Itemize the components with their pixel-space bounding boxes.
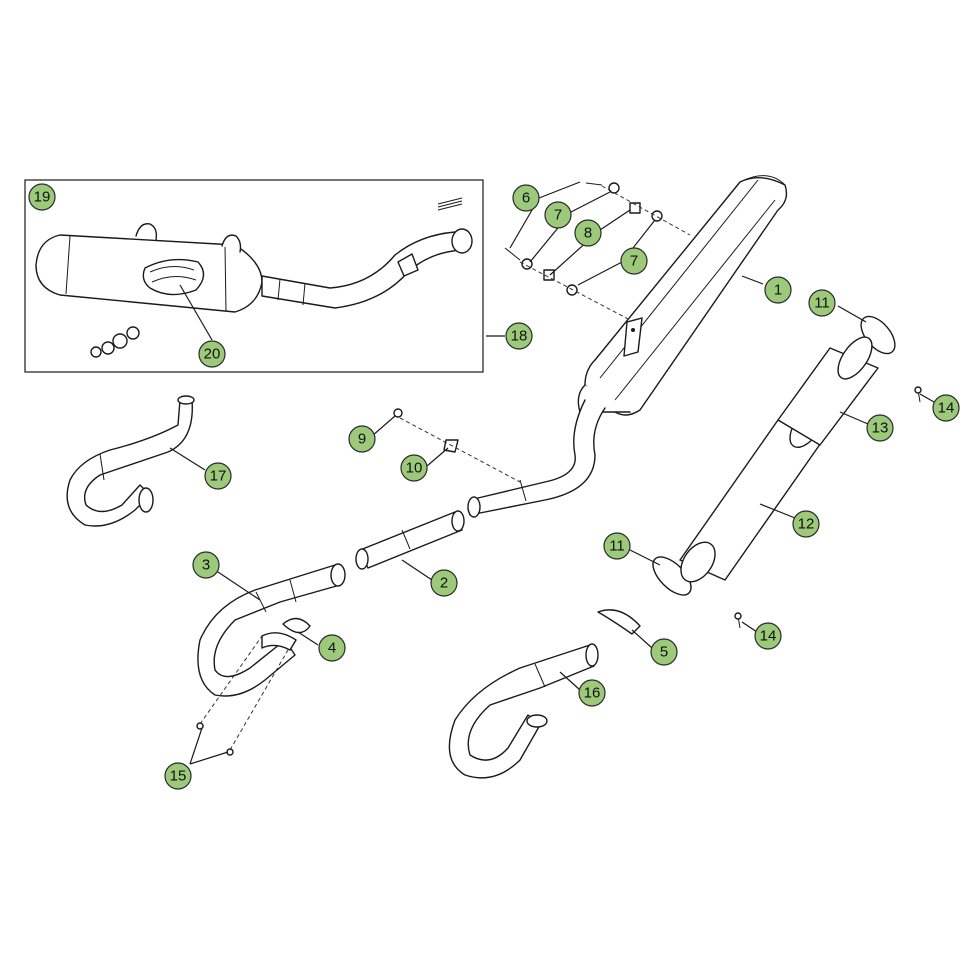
screw-14-bottom (734, 612, 742, 629)
callout-19: 19 (28, 183, 56, 211)
svg-text:14: 14 (760, 628, 777, 645)
callout-7-upper: 7 (544, 201, 572, 229)
callout-17: 17 (204, 462, 232, 490)
callout-6: 6 (512, 184, 540, 212)
callout-10: 10 (400, 454, 428, 482)
inset-assembly-box (24, 179, 484, 373)
svg-text:18: 18 (511, 328, 528, 345)
leader-lines (169, 181, 935, 765)
svg-text:2: 2 (440, 575, 448, 592)
svg-text:4: 4 (328, 640, 336, 657)
svg-text:6: 6 (522, 190, 530, 207)
callout-14-upper: 14 (932, 394, 960, 422)
mounting-hardware (504, 182, 691, 321)
callout-13: 13 (866, 414, 894, 442)
header-pipe-17 (66, 395, 195, 527)
main-muffler (577, 175, 788, 416)
connector-sleeve (355, 510, 465, 570)
svg-text:1: 1 (774, 282, 782, 299)
silencer-sleeve-13 (777, 336, 879, 446)
callout-8: 8 (574, 219, 602, 247)
callout-18: 18 (505, 322, 533, 350)
gasket-5 (597, 609, 641, 635)
callout-12: 12 (792, 510, 820, 538)
svg-text:11: 11 (814, 295, 830, 312)
callout-9: 9 (348, 425, 376, 453)
svg-text:9: 9 (358, 431, 366, 448)
svg-text:14: 14 (938, 400, 955, 417)
callout-11-upper: 11 (808, 289, 836, 317)
screw-14-top (914, 386, 922, 403)
callout-11-lower: 11 (603, 532, 631, 560)
gasket-4 (282, 617, 311, 634)
callout-15: 15 (164, 762, 192, 790)
svg-text:19: 19 (34, 189, 51, 206)
callout-14-lower: 14 (754, 622, 782, 650)
svg-text:16: 16 (584, 685, 601, 702)
callout-1: 1 (764, 276, 792, 304)
svg-text:7: 7 (630, 253, 638, 270)
svg-text:20: 20 (204, 346, 221, 363)
callout-20: 20 (198, 340, 226, 368)
svg-text:12: 12 (798, 516, 815, 533)
callout-4: 4 (318, 634, 346, 662)
svg-text:10: 10 (406, 460, 423, 477)
header-pipe-16 (448, 643, 599, 779)
callout-3: 3 (192, 551, 220, 579)
svg-text:13: 13 (872, 420, 889, 437)
svg-text:8: 8 (584, 225, 592, 242)
svg-text:7: 7 (554, 207, 562, 224)
callout-2: 2 (430, 569, 458, 597)
svg-text:11: 11 (609, 538, 625, 555)
svg-text:5: 5 (660, 644, 668, 661)
svg-text:17: 17 (210, 468, 227, 485)
svg-text:3: 3 (202, 557, 210, 574)
svg-text:15: 15 (170, 768, 187, 785)
callout-7-lower: 7 (620, 247, 648, 275)
callout-5: 5 (650, 638, 678, 666)
callout-16: 16 (578, 679, 606, 707)
springs-15 (196, 635, 289, 756)
header-pipe (197, 563, 346, 697)
link-pipe (467, 399, 606, 518)
